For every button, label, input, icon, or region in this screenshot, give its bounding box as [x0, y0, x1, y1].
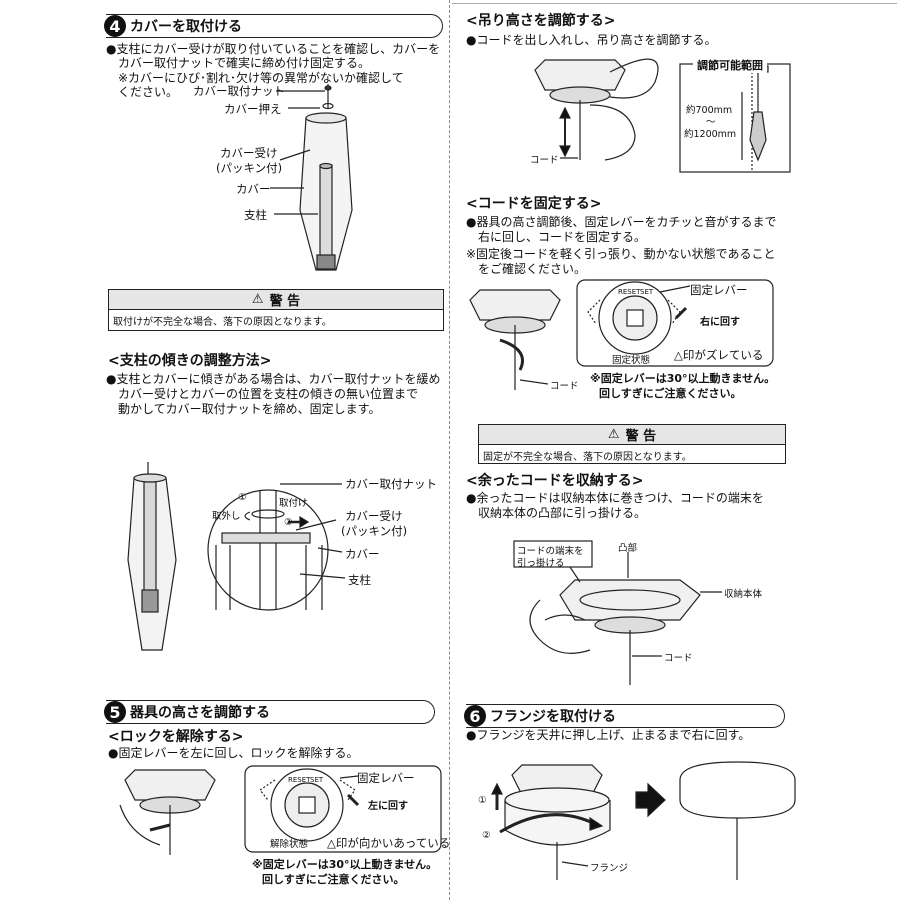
s6-text-1: ●フランジを天井に押し上げ、止まるまで右に回す。 — [466, 728, 751, 742]
label-cover: カバー — [236, 182, 271, 196]
tilt-label-uke-packing: (パッキン付) — [341, 524, 408, 538]
tilt-illustration — [127, 462, 346, 651]
s4-text-3: ※カバーにひび･割れ･欠け等の異常がないか確認して — [118, 71, 404, 85]
store-label-end-1: コードの端末を — [517, 546, 584, 557]
tilt-text-3: 動かしてカバー取付ナットを締め、固定します。 — [118, 402, 381, 416]
tilt-text-2: カバー受けとカバーの位置を支柱の傾きの無い位置まで — [118, 387, 419, 401]
fix-label-fixed: 固定状態 — [612, 355, 651, 366]
s5-label-turn-left: 左に回す — [368, 801, 408, 812]
s6-label-n2: ② — [482, 830, 491, 841]
range-tilde: 〜 — [706, 117, 716, 128]
fix-warning-body: 固定が不完全な場合、落下の原因となります。 — [483, 452, 692, 463]
s4-warning-title: 警 告 — [269, 294, 301, 309]
store-label-convex: 凸部 — [618, 543, 638, 554]
range-min: 約700mm — [686, 105, 733, 116]
fix-text-1: ●器具の高さ調節後、固定レバーをカチッと音がするまで — [466, 215, 777, 229]
fix-text-3: ※固定後コードを軽く引っ張り、動かない状態であること — [466, 247, 776, 261]
lock-release-illustration — [119, 765, 442, 855]
tilt-label-n1: ① — [238, 492, 247, 503]
fix-text-2: 右に回し、コードを固定する。 — [478, 230, 647, 244]
hang-label-cord: コード — [530, 155, 559, 166]
s5-label-facing: △印が向かいあっている — [327, 836, 451, 850]
tilt-label-remove: 取外し — [212, 511, 241, 522]
store-label-end-2: 引っ掛ける — [517, 558, 565, 569]
fix-warning-title: 警 告 — [625, 429, 657, 444]
s6-label-n1: ① — [478, 795, 487, 806]
s5-label-lever: 固定レバー — [357, 771, 415, 785]
fix-warning-box: ⚠ 警 告 固定が不完全な場合、落下の原因となります。 — [478, 424, 786, 464]
tilt-label-cover: カバー — [345, 547, 380, 561]
label-cover-nut: カバー取付ナット — [193, 84, 285, 98]
hang-title: <吊り高さを調節する> — [466, 13, 616, 29]
store-label-cord: コード — [664, 653, 693, 664]
fix-label-cord: コード — [550, 381, 579, 392]
store-text-1: ●余ったコードは収納本体に巻きつけ、コードの端末を — [466, 491, 764, 505]
fix-label-lever: 固定レバー — [690, 283, 748, 297]
warning-triangle-icon: ⚠ — [607, 427, 620, 442]
tilt-label-nut: カバー取付ナット — [345, 477, 437, 491]
section-5-title: 器具の高さを調節する — [130, 705, 270, 721]
s5-sub: <ロックを解除する> — [108, 729, 244, 745]
tilt-title: <支柱の傾きの調整方法> — [108, 353, 272, 369]
s5-note-2: 回しすぎにご注意ください。 — [262, 873, 405, 886]
cover-assembly-illustration — [270, 84, 353, 271]
hang-text-1: ●コードを出し入れし、吊り高さを調節する。 — [466, 33, 717, 47]
s4-text-4: ください。 — [118, 85, 179, 99]
tilt-text-1: ●支柱とカバーに傾きがある場合は、カバー取付ナットを緩め — [106, 372, 441, 386]
section-4-number: 4 — [104, 15, 126, 37]
section-5-header: 5 器具の高さを調節する — [104, 700, 435, 724]
column-divider — [449, 0, 450, 900]
fix-label-shifted: △印がズレている — [674, 348, 764, 362]
fix-note-2: 回しすぎにご注意ください。 — [599, 387, 742, 400]
hang-height-illustration — [534, 58, 791, 173]
section-4-title: カバーを取付ける — [130, 19, 242, 35]
range-max: 約1200mm — [684, 129, 737, 140]
section-6-header: 6 フランジを取付ける — [464, 704, 785, 728]
label-cover-osae: カバー押え — [224, 102, 282, 116]
tilt-label-n2: ② — [284, 517, 293, 528]
cord-storage-illustration — [513, 540, 722, 685]
s5-text-1: ●固定レバーを左に回し、ロックを解除する。 — [108, 746, 359, 760]
fix-label-reset: RESET — [618, 288, 641, 296]
s4-warning-body: 取付けが不完全な場合、落下の原因となります。 — [113, 317, 332, 328]
s4-text-2: カバー取付ナットで確実に締め付け固定する。 — [118, 56, 371, 70]
label-pole: 支柱 — [244, 208, 267, 222]
tilt-label-attach: 取付け — [279, 498, 308, 509]
s4-warning-title-row: ⚠ 警 告 — [109, 290, 443, 310]
s5-label-released: 解除状態 — [270, 839, 309, 850]
section-4-header: 4 カバーを取付ける — [104, 14, 443, 38]
label-cover-uke: カバー受け — [220, 146, 278, 160]
fix-label-turn-right: 右に回す — [700, 317, 740, 328]
fix-label-set: SET — [640, 288, 654, 296]
store-label-body: 収納本体 — [724, 589, 763, 600]
fix-warning-title-row: ⚠ 警 告 — [479, 425, 785, 445]
range-title: 調節可能範囲 — [693, 57, 767, 73]
s5-label-set: SET — [310, 776, 324, 784]
section-6-title: フランジを取付ける — [490, 709, 616, 725]
cord-fix-illustration — [469, 279, 774, 390]
s4-warning-box: ⚠ 警 告 取付けが不完全な場合、落下の原因となります。 — [108, 289, 444, 331]
tilt-label-uke: カバー受け — [345, 509, 403, 523]
top-rule — [452, 3, 897, 4]
s6-label-flange: フランジ — [590, 863, 629, 874]
fix-note-1: ※固定レバーは30°以上動きません。 — [590, 372, 776, 385]
fix-text-4: をご確認ください。 — [478, 262, 587, 276]
s4-text-1: ●支柱にカバー受けが取り付いていることを確認し、カバーを — [106, 42, 441, 56]
s5-note-1: ※固定レバーは30°以上動きません。 — [252, 858, 438, 871]
section-5-number: 5 — [104, 701, 126, 723]
fix-title: <コードを固定する> — [466, 196, 602, 212]
section-6-number: 6 — [464, 705, 486, 727]
s5-label-reset: RESET — [288, 776, 311, 784]
tilt-label-pole: 支柱 — [348, 573, 371, 587]
label-cover-uke-packing: (パッキン付) — [216, 161, 283, 175]
warning-triangle-icon: ⚠ — [251, 292, 264, 307]
store-title: <余ったコードを収納する> — [466, 473, 644, 489]
store-text-2: 収納本体の凸部に引っ掛ける。 — [478, 506, 647, 520]
